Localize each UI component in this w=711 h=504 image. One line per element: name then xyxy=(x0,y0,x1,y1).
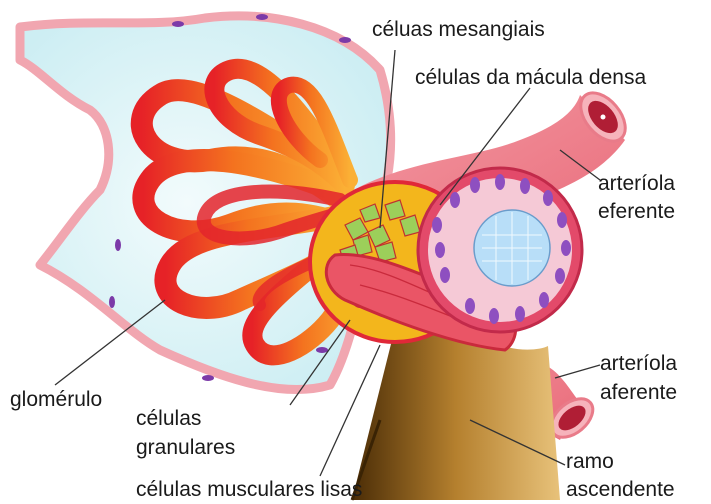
distal-tubule xyxy=(418,168,582,332)
label-glomerulus: glomérulo xyxy=(10,388,102,412)
label-ascending-limb-line1: ramo xyxy=(566,450,614,474)
label-efferent-arteriole-line1: arteríola xyxy=(598,172,675,196)
label-granular-cells-line1: células xyxy=(136,407,201,431)
label-mesangial-cells: céluas mesangiais xyxy=(372,18,545,42)
label-afferent-arteriole-line1: arteríola xyxy=(600,352,677,376)
ascending-limb-shape xyxy=(352,335,560,500)
label-granular-cells-line2: granulares xyxy=(136,436,235,460)
label-macula-densa-cells: células da mácula densa xyxy=(415,66,646,90)
label-efferent-arteriole-line2: eferente xyxy=(598,200,675,224)
label-smooth-muscle-cells: células musculares lisas xyxy=(136,478,362,502)
label-ascending-limb-line2: ascendente xyxy=(566,478,675,502)
label-afferent-arteriole-line2: aferente xyxy=(600,381,677,405)
